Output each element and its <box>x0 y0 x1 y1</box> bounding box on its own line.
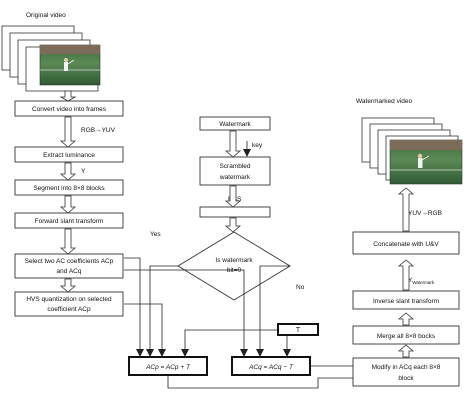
yuv-rgb-label: YUV→RGB <box>408 210 442 217</box>
rgb-yuv-label: RGB→YUV <box>81 127 116 134</box>
svg-text:Modify in ACq each 8×8: Modify in ACq each 8×8 <box>372 364 441 371</box>
hvs-quantization-box: HVS quantization on selected coefficient… <box>15 292 123 316</box>
hollow-arrow <box>61 163 75 180</box>
formula-p-box: ACp = ACp + T <box>129 357 207 375</box>
svg-text:and ACq: and ACq <box>57 268 82 275</box>
hollow-arrow <box>61 229 75 254</box>
concatenate-box: Concatenate with U&V <box>353 232 459 254</box>
svg-text:HVS quantization on selected: HVS quantization on selected <box>26 296 112 303</box>
hollow-arrow <box>226 218 240 232</box>
y-label: Y <box>81 168 86 175</box>
original-video-stack <box>2 26 100 91</box>
svg-text:Select two AC coefficients ACp: Select two AC coefficients ACp <box>25 258 114 265</box>
svg-text:Segment into 8×8 blocks: Segment into 8×8 blocks <box>33 185 105 192</box>
key-label: key <box>252 142 263 149</box>
y-watermark-label: YWatermark <box>408 277 435 285</box>
svg-text:Forward slant transform: Forward slant transform <box>35 218 104 225</box>
svg-text:Concatenate with U&V: Concatenate with U&V <box>373 241 439 248</box>
hollow-arrow <box>399 313 413 325</box>
convert-frames-box: Convert video into frames <box>15 101 123 116</box>
svg-text:Scrambled: Scrambled <box>219 163 250 170</box>
svg-text:Convert video into frames: Convert video into frames <box>32 106 107 113</box>
t-box: T <box>278 324 318 335</box>
svg-text:watermark: watermark <box>219 174 251 181</box>
scrambled-watermark-box: Scrambled watermark <box>200 157 270 185</box>
watermarked-video-stack <box>362 118 462 184</box>
select-coefficients-box: Select two AC coefficients ACp and ACq <box>15 254 123 278</box>
inverse-slant-box: Inverse slant transform <box>353 291 459 309</box>
formula-q-box: ACq = ACq − T <box>232 357 310 375</box>
svg-text:Extract luminance: Extract luminance <box>43 152 95 159</box>
merge-blocks-box: Merge all 8×8 bocks <box>353 326 459 344</box>
svg-text:Merge all 8×8 bocks: Merge all 8×8 bocks <box>377 333 436 340</box>
hollow-arrow <box>226 131 240 157</box>
segment-blocks-box: Segment into 8×8 blocks <box>15 180 123 195</box>
hollow-arrow <box>399 345 413 357</box>
svg-text:ACp = ACp + T: ACp = ACp + T <box>145 364 191 371</box>
yes-label: Yes <box>150 231 161 238</box>
modify-box: Modify in ACq each 8×8 block <box>353 358 459 386</box>
hollow-arrow <box>61 279 75 292</box>
watermarked-video-label: Watermarked video <box>356 98 412 105</box>
hollow-arrow <box>61 91 75 101</box>
svg-text:bit=0: bit=0 <box>227 267 242 274</box>
svg-text:block: block <box>398 375 414 382</box>
svg-text:coefficient ACp: coefficient ACp <box>47 306 91 313</box>
extract-luminance-box: Extract luminance <box>15 147 123 162</box>
original-video-label: Original video <box>26 12 66 19</box>
watermark-box: Watermark <box>200 117 270 130</box>
svg-text:Is watermark: Is watermark <box>215 257 253 264</box>
rbs-box <box>200 207 270 217</box>
svg-text:T: T <box>296 327 301 334</box>
hollow-arrow <box>61 117 75 147</box>
hollow-arrow <box>61 196 75 213</box>
svg-text:Watermark: Watermark <box>219 121 251 128</box>
tennis-player-image <box>390 140 462 184</box>
no-label: No <box>296 284 305 291</box>
forward-slant-box: Forward slant transform <box>15 213 123 228</box>
svg-text:Inverse slant transform: Inverse slant transform <box>373 298 439 305</box>
svg-text:ACq = ACq − T: ACq = ACq − T <box>248 364 294 371</box>
tennis-player-image <box>40 45 100 85</box>
hollow-arrow <box>399 260 413 290</box>
